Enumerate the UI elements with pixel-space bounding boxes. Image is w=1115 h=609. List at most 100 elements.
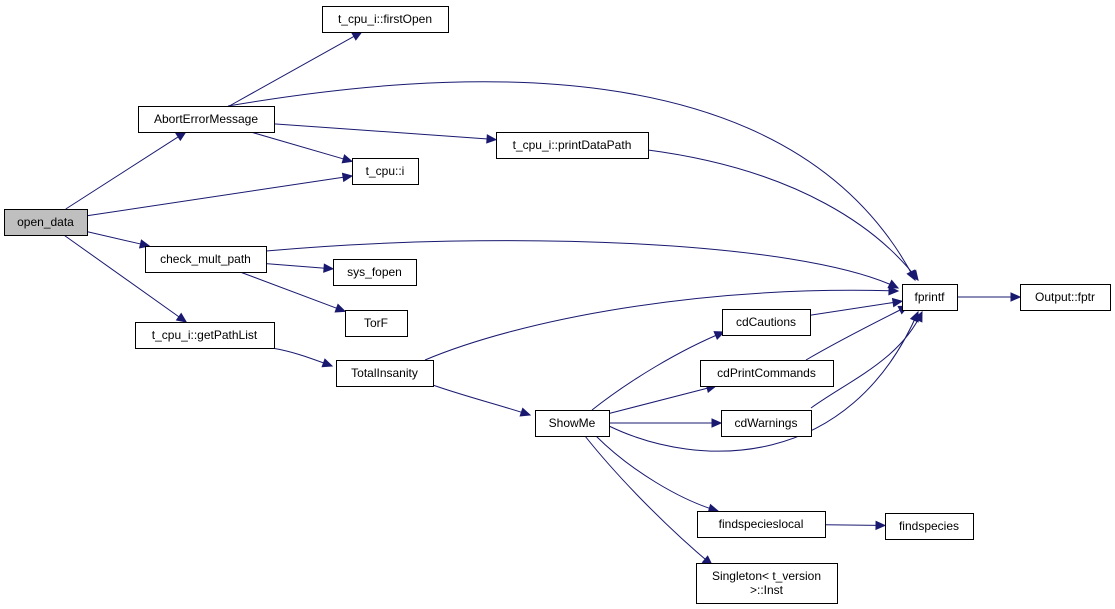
node-label: cdCautions	[736, 315, 796, 329]
edge-line	[86, 231, 142, 245]
node-box	[496, 132, 649, 159]
edge-line	[810, 311, 923, 409]
node-sys_fopen[interactable]: sys_fopen	[333, 259, 417, 286]
call-graph-edges	[63, 31, 1022, 566]
node-box	[721, 410, 812, 437]
arrow-head	[175, 131, 187, 142]
edge-open_data-to-AbortErrorMessage	[65, 131, 187, 210]
node-label: t_cpu_i::firstOpen	[338, 12, 432, 26]
edge-fprintf-to-fptr	[957, 292, 1022, 302]
node-box	[345, 310, 408, 337]
edge-line	[591, 331, 725, 411]
node-label: sys_fopen	[347, 265, 402, 279]
node-label: cdWarnings	[735, 416, 798, 430]
edge-cdWarnings-to-fprintf	[810, 310, 923, 409]
edge-line	[265, 263, 326, 269]
node-cdWarnings[interactable]: cdWarnings	[721, 410, 812, 437]
node-label: t_cpu_i::getPathList	[152, 328, 258, 342]
edge-line	[824, 524, 878, 526]
edge-TotalInsanity-to-fprintf	[424, 285, 900, 361]
node-fprintf[interactable]: fprintf	[902, 284, 958, 311]
edge-line	[429, 383, 531, 416]
edge-AbortErrorMessage-to-firstOpen	[229, 31, 363, 107]
edge-open_data-to-check_mult_path	[86, 231, 151, 249]
arrow-head	[891, 297, 904, 308]
node-cdPrintCommands[interactable]: cdPrintCommands	[700, 360, 834, 387]
edge-ShowMe-to-cdPrintCommands	[608, 383, 718, 414]
node-findspecies[interactable]: findspecies	[885, 513, 974, 540]
arrow-head	[713, 331, 726, 341]
edge-line	[63, 234, 180, 318]
edge-open_data-to-t_cpu_i	[86, 172, 354, 217]
node-box	[696, 563, 838, 604]
node-box	[722, 309, 811, 336]
node-label: fprintf	[914, 290, 945, 304]
node-firstOpen[interactable]: t_cpu_i::firstOpen	[322, 6, 449, 33]
node-label: check_mult_path	[160, 252, 251, 266]
arrow-head	[323, 263, 335, 273]
node-label: findspecies	[899, 519, 959, 533]
arrow-head	[341, 172, 354, 183]
arrow-head	[887, 279, 900, 289]
edge-ShowMe-to-cdWarnings	[609, 418, 723, 428]
arrow-head	[913, 310, 923, 323]
node-label: TotalInsanity	[351, 366, 418, 380]
node-box	[138, 106, 275, 133]
arrow-head	[351, 31, 363, 41]
node-box	[135, 322, 275, 349]
node-getPathList[interactable]: t_cpu_i::getPathList	[135, 322, 275, 349]
node-label: >::Inst	[750, 583, 784, 597]
node-AbortErrorMessage[interactable]: AbortErrorMessage	[138, 106, 275, 133]
node-label: ShowMe	[549, 416, 596, 430]
edge-line	[805, 305, 909, 361]
arrow-head	[711, 418, 723, 428]
node-open_data[interactable]: open_data	[4, 209, 88, 236]
node-label: open_data	[17, 215, 74, 229]
edge-line	[86, 176, 345, 217]
node-printDataPath[interactable]: t_cpu_i::printDataPath	[496, 132, 649, 159]
arrow-head	[1010, 292, 1022, 302]
edge-ShowMe-to-findspecieslocal	[595, 435, 720, 513]
edge-line	[809, 301, 895, 316]
node-box	[336, 360, 434, 387]
node-ShowMe[interactable]: ShowMe	[535, 410, 610, 437]
edge-line	[595, 435, 719, 512]
node-check_mult_path[interactable]: check_mult_path	[145, 246, 267, 273]
node-findspecieslocal[interactable]: findspecieslocal	[697, 511, 826, 538]
arrow-head	[334, 303, 347, 313]
arrow-head	[138, 239, 151, 249]
edge-line	[608, 311, 919, 452]
arrow-head	[175, 312, 188, 323]
node-label: Output::fptr	[1035, 290, 1095, 304]
node-t_cpu_i[interactable]: t_cpu::i	[352, 158, 419, 185]
edge-printDataPath-to-fprintf	[647, 149, 919, 281]
call-graph-nodes: open_data AbortErrorMessage t_cpu_i::first…	[4, 6, 1111, 604]
edge-AbortErrorMessage-to-printDataPath	[273, 123, 498, 144]
edge-line	[265, 240, 899, 289]
node-box	[4, 209, 88, 236]
node-label: AbortErrorMessage	[154, 112, 258, 126]
node-box	[352, 158, 419, 185]
node-label: cdPrintCommands	[717, 366, 816, 380]
edge-ShowMe-to-cdCautions	[591, 331, 726, 411]
edge-line	[273, 123, 489, 140]
edge-findspecieslocal-to-findspecies	[824, 520, 887, 531]
node-SingletonInst[interactable]: Singleton< t_version>::Inst	[696, 563, 838, 604]
edge-line	[647, 149, 919, 281]
arrow-head	[908, 269, 919, 281]
node-label: findspecieslocal	[719, 517, 804, 531]
arrow-head	[519, 407, 532, 417]
arrow-head	[341, 154, 354, 164]
node-box	[902, 284, 958, 311]
node-label: t_cpu::i	[366, 164, 405, 178]
node-TotalInsanity[interactable]: TotalInsanity	[336, 360, 434, 387]
node-box	[1020, 284, 1111, 311]
node-cdCautions[interactable]: cdCautions	[722, 309, 811, 336]
node-TorF[interactable]: TorF	[345, 310, 408, 337]
node-box	[322, 6, 449, 33]
arrow-head	[486, 134, 498, 144]
arrow-head	[321, 358, 334, 368]
edge-line	[239, 271, 338, 310]
node-fptr[interactable]: Output::fptr	[1020, 284, 1111, 311]
